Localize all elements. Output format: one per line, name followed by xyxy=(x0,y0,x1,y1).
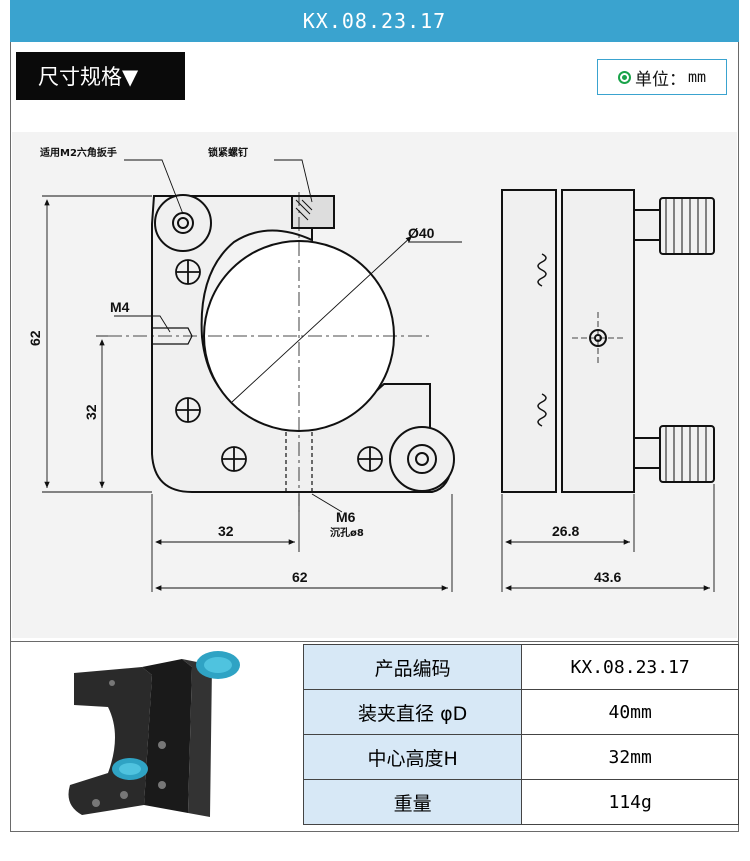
spec-value: 32mm xyxy=(521,734,739,780)
spec-value: KX.08.23.17 xyxy=(521,644,739,690)
spec-value: 114g xyxy=(521,779,739,825)
side-view xyxy=(501,189,715,493)
dim-center-x: 32 xyxy=(218,523,234,539)
dim-center-height: 32 xyxy=(83,404,99,420)
unit-value: mm xyxy=(687,68,707,86)
spec-table: 产品编码 KX.08.23.17 装夹直径 φD 40mm 中心高度H 32mm… xyxy=(302,644,739,825)
target-icon xyxy=(617,70,631,84)
spec-key: 产品编码 xyxy=(302,644,523,690)
note-m4: M4 xyxy=(110,299,130,315)
front-dimensions xyxy=(42,195,453,592)
drawing-svg: 适用M2六角扳手 锁紧螺钉 Ø40 M4 M6 沉孔ø8 62 32 32 62… xyxy=(27,146,715,592)
product-illustration xyxy=(68,651,240,817)
unit-badge: 单位： mm xyxy=(597,59,727,95)
header-bar: KX.08.23.17 xyxy=(10,0,739,42)
table-row: 中心高度H 32mm xyxy=(302,734,739,780)
table-row: 产品编码 KX.08.23.17 xyxy=(302,644,739,690)
spec-value: 40mm xyxy=(521,689,739,735)
note-lock-screw: 锁紧螺钉 xyxy=(208,146,248,159)
dim-width-total: 62 xyxy=(292,569,308,585)
product-photo xyxy=(12,645,303,828)
header-product-code: KX.08.23.17 xyxy=(302,9,447,33)
note-hex-wrench: 适用M2六角扳手 xyxy=(40,146,117,159)
side-dimensions xyxy=(501,484,715,592)
section-title: 尺寸规格▼ xyxy=(16,52,185,100)
front-view xyxy=(108,192,462,512)
dim-side-total: 43.6 xyxy=(594,569,621,585)
note-diameter: Ø40 xyxy=(408,225,435,241)
note-counterbore: 沉孔ø8 xyxy=(330,526,364,539)
dim-side-thickness: 26.8 xyxy=(552,523,579,539)
table-row: 装夹直径 φD 40mm xyxy=(302,689,739,735)
spec-key: 中心高度H xyxy=(302,734,523,780)
technical-drawing: 适用M2六角扳手 锁紧螺钉 Ø40 M4 M6 沉孔ø8 62 32 32 62… xyxy=(12,132,737,638)
note-leaders xyxy=(114,159,343,513)
table-row: 重量 114g xyxy=(302,779,739,825)
unit-label: 单位： xyxy=(634,69,686,90)
section-title-text: 尺寸规格▼ xyxy=(38,65,139,89)
spec-key: 装夹直径 φD xyxy=(302,689,523,735)
dim-height-total: 62 xyxy=(27,330,43,346)
spec-key: 重量 xyxy=(302,779,523,825)
note-m6: M6 xyxy=(336,509,356,525)
section-divider xyxy=(10,641,739,642)
